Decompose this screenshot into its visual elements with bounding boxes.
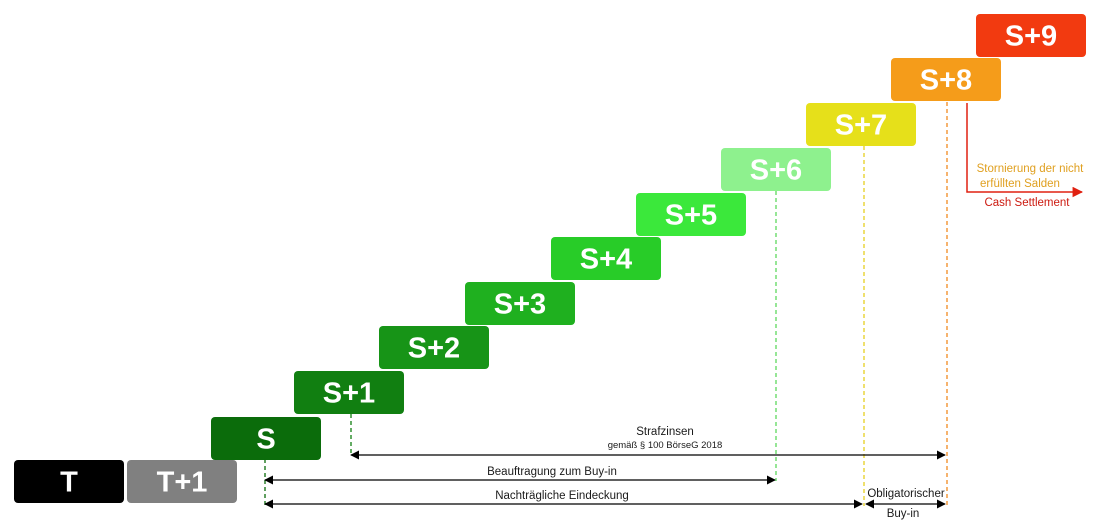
step-label: S+3 bbox=[494, 289, 546, 321]
strafzinsen-sublabel: gemäß § 100 BörseG 2018 bbox=[608, 440, 723, 451]
step-label: S+8 bbox=[920, 65, 972, 97]
step-label: S+2 bbox=[408, 333, 460, 365]
step-box bbox=[379, 326, 489, 369]
eindeckung-label: Nachträgliche Eindeckung bbox=[495, 490, 629, 502]
obligatorisch-label-line2: Buy-in bbox=[887, 508, 920, 520]
interval-arrows bbox=[264, 450, 946, 509]
obligatorisch-label-line1: Obligatorischer bbox=[867, 488, 945, 500]
step-t: T bbox=[14, 460, 124, 503]
steps: T T+1 S S+1 S+2 S+3 S+4 S+5 S+6 S+7 S+8 S+9 bbox=[14, 14, 1086, 503]
step-box bbox=[465, 282, 575, 325]
step-box bbox=[891, 58, 1001, 101]
step-splus1: S+1 bbox=[294, 371, 404, 414]
step-box bbox=[294, 371, 404, 414]
step-splus2: S+2 bbox=[379, 326, 489, 369]
step-box bbox=[976, 14, 1086, 57]
step-label: S bbox=[256, 424, 275, 456]
step-splus5: S+5 bbox=[636, 193, 746, 236]
step-tplus1: T+1 bbox=[127, 460, 237, 503]
step-splus9: S+9 bbox=[976, 14, 1086, 57]
step-label: T+1 bbox=[157, 467, 208, 499]
step-label: T bbox=[60, 467, 78, 499]
step-splus6: S+6 bbox=[721, 148, 831, 191]
step-box bbox=[211, 417, 321, 460]
step-label: S+9 bbox=[1005, 21, 1057, 53]
step-box bbox=[721, 148, 831, 191]
step-label: S+4 bbox=[580, 244, 632, 276]
step-label: S+1 bbox=[323, 378, 375, 410]
step-label: S+7 bbox=[835, 110, 887, 142]
step-s: S bbox=[211, 417, 321, 460]
step-box bbox=[636, 193, 746, 236]
step-splus4: S+4 bbox=[551, 237, 661, 280]
step-label: S+6 bbox=[750, 155, 802, 187]
stornierung-label-line1: Stornierung der nicht bbox=[977, 163, 1085, 175]
step-splus8: S+8 bbox=[891, 58, 1001, 101]
cash-settlement-arrow bbox=[966, 103, 1084, 198]
step-splus3: S+3 bbox=[465, 282, 575, 325]
vertical-markers bbox=[264, 102, 948, 506]
step-box bbox=[14, 460, 124, 503]
step-box bbox=[127, 460, 237, 503]
step-splus7: S+7 bbox=[806, 103, 916, 146]
stornierung-label-line2: erfüllten Salden bbox=[980, 178, 1060, 190]
step-box bbox=[806, 103, 916, 146]
cash-settlement-label: Cash Settlement bbox=[984, 197, 1070, 209]
beauftragung-label: Beauftragung zum Buy-in bbox=[487, 466, 617, 478]
step-box bbox=[551, 237, 661, 280]
step-label: S+5 bbox=[665, 200, 717, 232]
strafzinsen-label: Strafzinsen bbox=[636, 426, 694, 438]
